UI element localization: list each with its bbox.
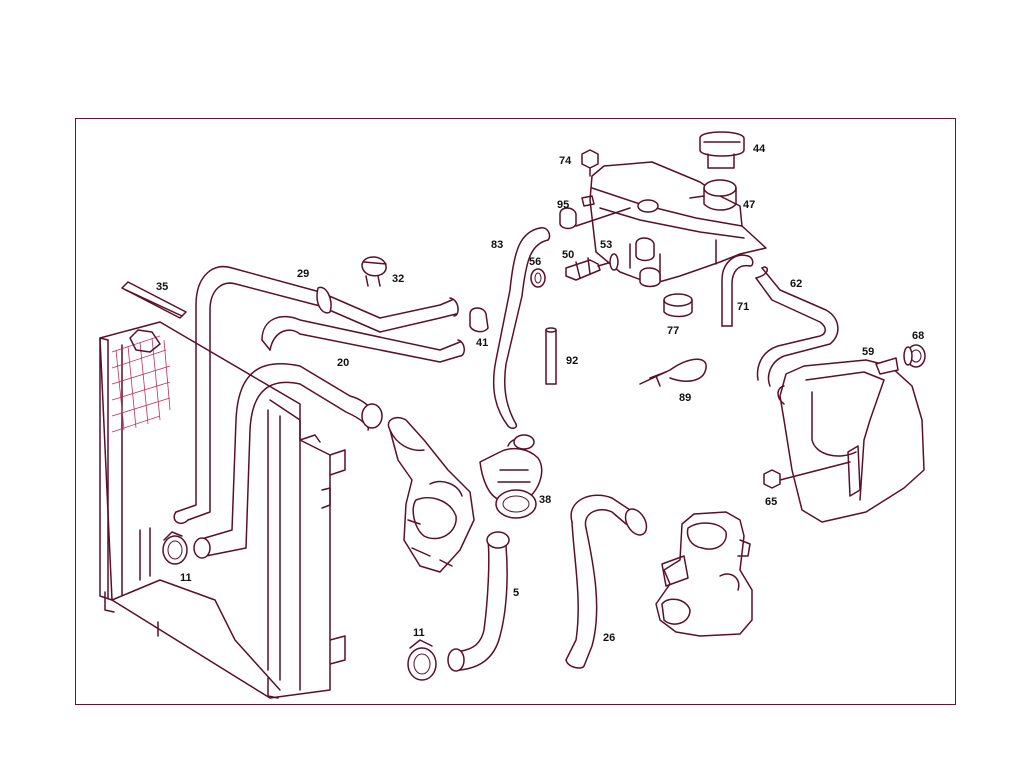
clip-95[interactable] xyxy=(559,207,577,230)
nut-65[interactable] xyxy=(763,461,851,489)
grommet-68[interactable] xyxy=(903,344,926,368)
label-32: 32 xyxy=(392,273,404,285)
cable-tie-89[interactable] xyxy=(639,358,707,387)
clamp-11-left[interactable] xyxy=(162,531,188,565)
label-50: 50 xyxy=(562,249,574,261)
clamp-32[interactable] xyxy=(361,256,387,287)
strip-35[interactable] xyxy=(121,281,187,319)
label-83: 83 xyxy=(491,239,503,251)
label-29: 29 xyxy=(297,268,309,280)
hose-38[interactable] xyxy=(479,434,543,519)
thermostat-housing[interactable] xyxy=(387,416,475,573)
label-53: 53 xyxy=(600,239,612,251)
radiator[interactable] xyxy=(99,321,346,699)
label-44: 44 xyxy=(753,143,766,155)
radiator-core xyxy=(111,335,171,433)
label-26: 26 xyxy=(603,632,615,644)
leader-95 xyxy=(575,207,631,227)
label-62: 62 xyxy=(790,278,802,290)
label-11-left: 11 xyxy=(180,572,192,584)
label-71: 71 xyxy=(737,301,749,313)
hose-5[interactable] xyxy=(447,531,510,672)
label-74: 74 xyxy=(559,155,572,167)
label-5: 5 xyxy=(513,587,519,599)
washer-56[interactable] xyxy=(530,268,546,288)
grommet-77[interactable] xyxy=(663,293,693,318)
hose-29[interactable] xyxy=(173,265,459,524)
clamp-11-bottom[interactable] xyxy=(407,639,437,681)
hose-62[interactable] xyxy=(755,266,839,387)
label-92: 92 xyxy=(566,355,578,367)
label-89: 89 xyxy=(679,392,691,404)
label-59: 59 xyxy=(862,346,874,358)
nut-74[interactable] xyxy=(581,149,599,177)
reservoir[interactable] xyxy=(777,357,925,523)
hose-71[interactable] xyxy=(721,254,754,327)
diagram-frame xyxy=(75,118,956,705)
hose-26[interactable] xyxy=(565,494,651,669)
label-65: 65 xyxy=(765,496,777,508)
sensor-50[interactable] xyxy=(565,257,613,281)
part-labels: 74 44 47 95 83 50 53 56 29 32 35 62 71 7… xyxy=(156,143,924,644)
hose-20[interactable] xyxy=(193,315,465,559)
cap-44[interactable] xyxy=(699,131,745,169)
bracket xyxy=(581,195,595,207)
label-68: 68 xyxy=(912,330,924,342)
filler-neck-47[interactable] xyxy=(689,179,737,211)
clip-41[interactable] xyxy=(469,307,489,333)
seal-53[interactable] xyxy=(609,253,619,271)
tube-92[interactable] xyxy=(545,327,557,385)
label-77: 77 xyxy=(667,325,679,337)
label-38: 38 xyxy=(539,494,551,506)
hose-83[interactable] xyxy=(492,227,551,429)
label-41: 41 xyxy=(476,337,488,349)
water-pump[interactable] xyxy=(655,511,753,637)
label-35: 35 xyxy=(156,281,168,293)
label-11-bottom: 11 xyxy=(413,627,425,639)
tank-fittings xyxy=(635,237,661,288)
label-47: 47 xyxy=(743,199,755,211)
label-95: 95 xyxy=(557,199,569,211)
label-56: 56 xyxy=(529,256,541,268)
expansion-tank[interactable] xyxy=(589,161,767,285)
label-20: 20 xyxy=(337,357,349,369)
